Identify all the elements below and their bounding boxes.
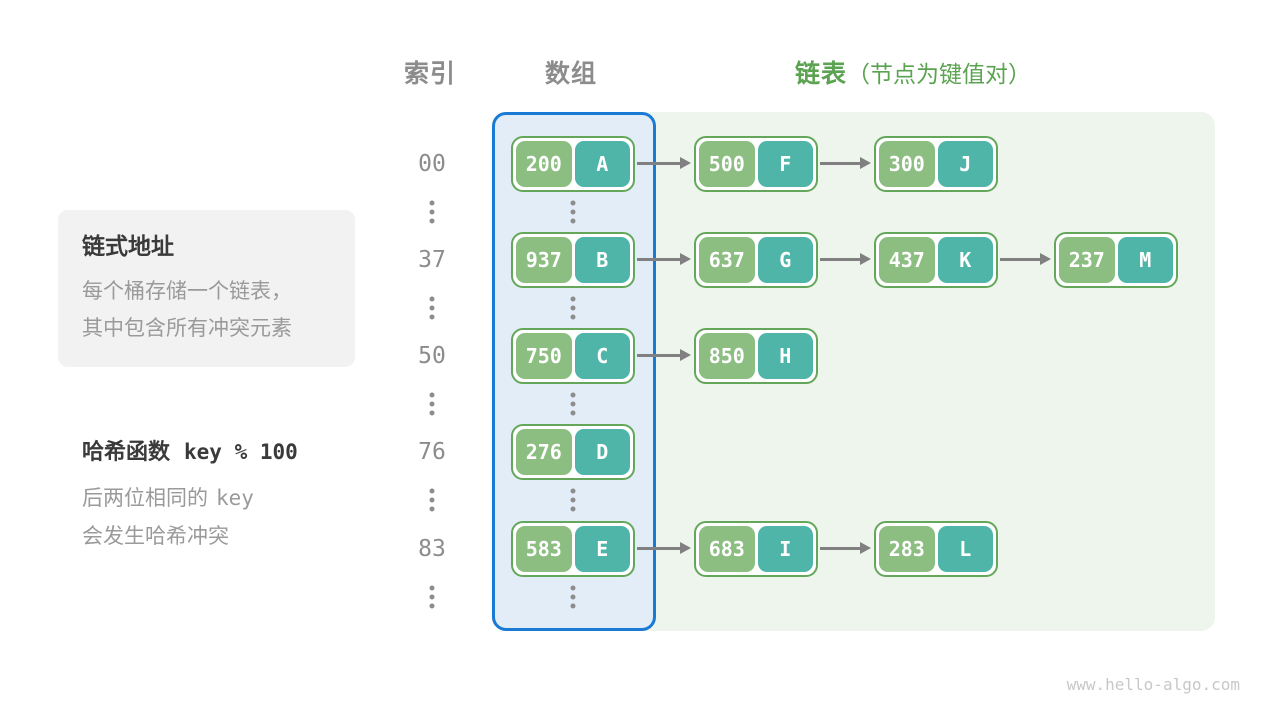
link-arrow (820, 542, 871, 554)
index-column-header: 索引 (404, 60, 457, 88)
chaining-note-line2: 其中包含所有冲突元素 (82, 317, 292, 340)
node-value-pill: B (574, 237, 630, 283)
index-label: 00 (418, 151, 446, 177)
node-key-pill: 237 (1059, 237, 1115, 283)
hash-function-title: 哈希函数 key % 100 (82, 434, 298, 466)
node-value-pill: L (937, 526, 993, 572)
node-key-pill: 500 (699, 141, 755, 187)
ellipsis-dots (570, 488, 576, 512)
ellipsis-dots (429, 296, 435, 320)
list-header-note: （节点为键值对） (847, 61, 1032, 87)
node-key-pill: 850 (699, 333, 755, 379)
index-label: 37 (418, 247, 446, 273)
index-label: 50 (418, 343, 446, 369)
index-label: 76 (418, 439, 446, 465)
link-arrow (637, 157, 691, 169)
index-label: 83 (418, 536, 446, 562)
hash-note-line1: 后两位相同的 key (82, 479, 298, 518)
node-key-pill: 300 (879, 141, 935, 187)
ellipsis-dots (570, 392, 576, 416)
ellipsis-dots (429, 488, 435, 512)
hash-note-line2: 会发生哈希冲突 (82, 525, 229, 548)
hash-note-line1-code: key (216, 486, 254, 510)
node-key-pill: 937 (516, 237, 572, 283)
chaining-note-body: 每个桶存储一个链表， 其中包含所有冲突元素 (82, 273, 331, 347)
array-column-header: 数组 (545, 60, 598, 88)
node-value-pill: C (574, 333, 630, 379)
ellipsis-dots (570, 585, 576, 609)
node-value-pill: I (757, 526, 813, 572)
hash-function-body: 后两位相同的 key 会发生哈希冲突 (82, 479, 298, 556)
node-value-pill: E (574, 526, 630, 572)
link-arrow (637, 253, 691, 265)
link-arrow (820, 157, 871, 169)
node-key-pill: 437 (879, 237, 935, 283)
node-value-pill: M (1117, 237, 1173, 283)
node-key-pill: 683 (699, 526, 755, 572)
ellipsis-dots (570, 296, 576, 320)
ellipsis-dots (429, 200, 435, 224)
node-value-pill: D (574, 429, 630, 475)
node-value-pill: J (937, 141, 993, 187)
node-value-pill: H (757, 333, 813, 379)
node-value-pill: K (937, 237, 993, 283)
ellipsis-dots (429, 585, 435, 609)
ellipsis-dots (429, 392, 435, 416)
chaining-note-line1: 每个桶存储一个链表， (82, 280, 292, 303)
node-value-pill: F (757, 141, 813, 187)
link-arrow (637, 542, 691, 554)
hash-function-note: 哈希函数 key % 100 后两位相同的 key 会发生哈希冲突 (82, 434, 298, 556)
ellipsis-dots (570, 200, 576, 224)
hash-note-line1-text: 后两位相同的 (82, 487, 208, 510)
link-arrow (637, 349, 691, 361)
hash-function-title-cn: 哈希函数 (82, 439, 171, 464)
node-key-pill: 637 (699, 237, 755, 283)
list-column-header: 链表 （节点为键值对） (795, 54, 1031, 90)
node-value-pill: G (757, 237, 813, 283)
link-arrow (820, 253, 871, 265)
hash-function-expression: key % 100 (184, 440, 298, 464)
node-key-pill: 283 (879, 526, 935, 572)
node-key-pill: 276 (516, 429, 572, 475)
node-key-pill: 750 (516, 333, 572, 379)
chaining-note-card: 链式地址 每个桶存储一个链表， 其中包含所有冲突元素 (58, 210, 355, 367)
list-header-title: 链表 (795, 60, 848, 88)
node-value-pill: A (574, 141, 630, 187)
node-key-pill: 583 (516, 526, 572, 572)
watermark: www.hello-algo.com (1066, 675, 1240, 694)
link-arrow (1000, 253, 1051, 265)
node-key-pill: 200 (516, 141, 572, 187)
chaining-note-title: 链式地址 (82, 233, 174, 259)
